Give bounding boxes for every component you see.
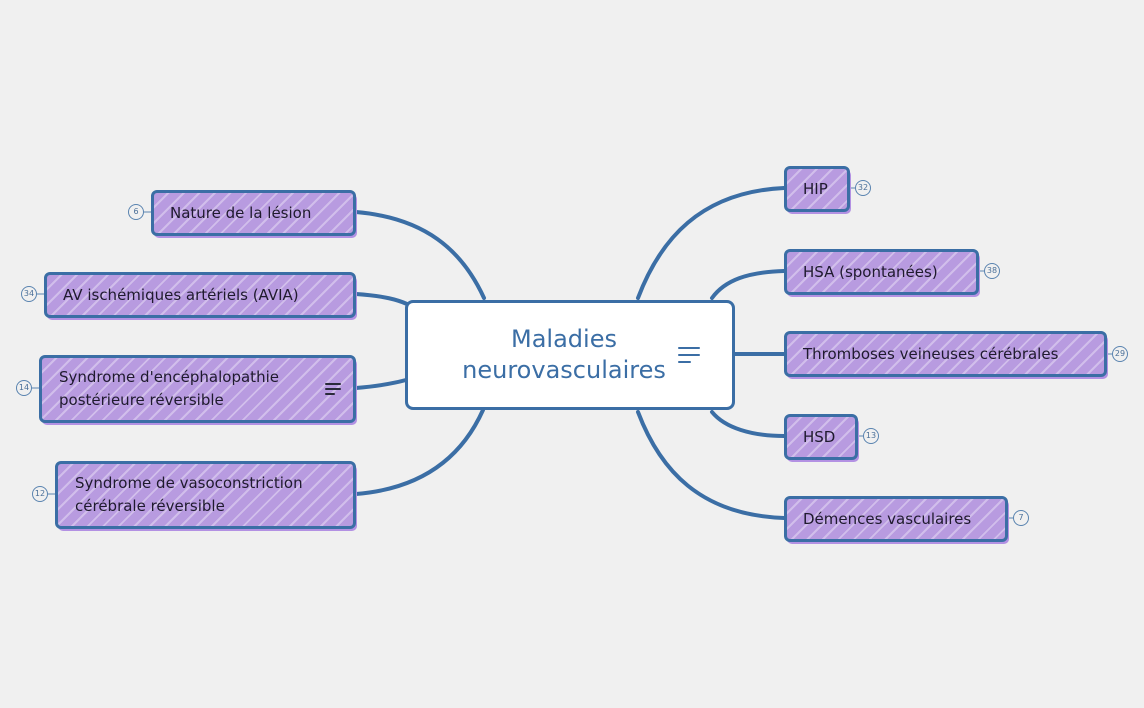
topic-hsa-spontanees[interactable]: HSA (spontanées) (784, 249, 979, 295)
topic-label-line-2: cérébrale réversible (75, 497, 225, 515)
topic-label: Démences vasculaires (803, 509, 972, 528)
topic-hip[interactable]: HIP (784, 166, 850, 212)
topic-count-badge[interactable]: 29 (1112, 346, 1128, 362)
notes-lines-icon[interactable] (325, 383, 341, 395)
branch-sepr (354, 378, 408, 390)
central-topic[interactable]: Maladies neurovasculaires (405, 300, 735, 410)
topic-count-badge[interactable]: 14 (16, 380, 32, 396)
topic-hsd[interactable]: HSD (784, 414, 858, 460)
branch-hsd (710, 410, 786, 438)
branch-hsa (710, 269, 786, 300)
topic-thromboses-veineuses-cerebrales[interactable]: Thromboses veineuses cérébrales (784, 331, 1107, 377)
topic-label-line-1: Syndrome d'encéphalopathie (59, 368, 279, 386)
topic-count-badge[interactable]: 34 (21, 286, 37, 302)
topic-syndrome-vasoconstriction[interactable]: Syndrome de vasoconstriction cérébrale r… (55, 461, 356, 529)
topic-av-ischemiques-arteriels[interactable]: AV ischémiques artériels (AVIA) (44, 272, 356, 318)
topic-label: AV ischémiques artériels (AVIA) (63, 285, 299, 304)
topic-syndrome-encephalopathie[interactable]: Syndrome d'encéphalopathie postérieure r… (39, 355, 356, 423)
topic-count-badge[interactable]: 32 (855, 180, 871, 196)
topic-label: Nature de la lésion (170, 203, 312, 222)
topic-label: HIP (803, 179, 828, 198)
topic-label-line-1: Syndrome de vasoconstriction (75, 474, 303, 492)
topic-count-badge[interactable]: 13 (863, 428, 879, 444)
topic-count-badge[interactable]: 7 (1013, 510, 1029, 526)
topic-label: Thromboses veineuses cérébrales (803, 344, 1059, 363)
topic-count-badge[interactable]: 6 (128, 204, 144, 220)
topic-nature-de-la-lesion[interactable]: Nature de la lésion (151, 190, 356, 236)
notes-lines-icon[interactable] (678, 347, 700, 363)
topic-label: HSD (803, 427, 836, 446)
topic-label-line-2: postérieure réversible (59, 391, 224, 409)
branch-svcr (354, 408, 485, 496)
branch-nature (354, 210, 486, 300)
central-topic-label: Maladies neurovasculaires (462, 325, 666, 384)
branch-hip (636, 186, 786, 300)
topic-label: HSA (spontanées) (803, 262, 938, 281)
topic-demences-vasculaires[interactable]: Démences vasculaires (784, 496, 1008, 542)
branch-avia (354, 292, 409, 306)
branch-dem (636, 410, 786, 520)
topic-count-badge[interactable]: 38 (984, 263, 1000, 279)
topic-count-badge[interactable]: 12 (32, 486, 48, 502)
